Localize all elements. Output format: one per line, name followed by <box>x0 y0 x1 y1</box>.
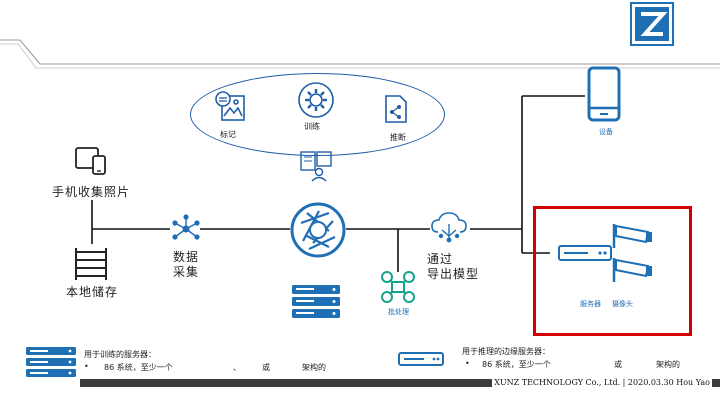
server-stack-icon <box>292 285 340 318</box>
company-logo-icon <box>630 2 674 46</box>
training-server-icon <box>26 347 76 377</box>
device-label: 设备 <box>599 128 613 136</box>
local-storage-label: 本地储存 <box>66 285 119 299</box>
training-server-bullet: • <box>84 362 89 371</box>
camera-label: 摄像头 <box>612 300 633 308</box>
edge-deployment-highlight <box>533 206 692 336</box>
training-server-arch: 架构的 <box>302 363 326 372</box>
edge-server-icon <box>558 245 612 261</box>
data-collection-icon <box>172 214 200 240</box>
aperture-hub-icon <box>290 202 346 258</box>
edge-server-legend-icon <box>398 352 444 366</box>
phone-photos-label: 手机收集照片 <box>52 185 131 199</box>
header-decor-lines <box>0 39 720 69</box>
annotate-label: 标记 <box>220 130 236 139</box>
batch-label: 批处理 <box>388 308 409 316</box>
camera-icon-top <box>612 224 652 248</box>
inference-label: 推断 <box>390 133 406 142</box>
edge-server-line: 86 系统，至少一个 <box>482 360 551 369</box>
edge-server-or: 或 <box>614 360 622 369</box>
edge-server-arch: 架构的 <box>656 360 680 369</box>
camera-icon-bottom <box>612 258 652 282</box>
footer-bar <box>80 379 720 387</box>
export-label-line1: 通过 <box>427 252 454 266</box>
annotate-image-icon <box>215 91 245 121</box>
local-storage-icon <box>75 248 107 280</box>
training-label: 训练 <box>304 122 320 131</box>
batch-drone-icon <box>381 271 415 303</box>
edge-server-title: 用于推理的边缘服务器： <box>462 347 550 356</box>
training-server-title: 用于训练的服务器： <box>84 350 156 359</box>
training-gear-icon <box>298 82 334 118</box>
training-server-or: 或 <box>262 363 270 372</box>
user-data-icon <box>300 151 332 182</box>
device-phone-icon <box>587 66 621 122</box>
footer-text: XUNZ TECHNOLOGY Co., Ltd. | 2020.03.30 H… <box>492 378 712 387</box>
edge-server-bullet: • <box>465 359 470 368</box>
data-collect-label-line1: 数据 <box>173 250 200 264</box>
mobile-devices-icon <box>75 147 106 175</box>
server-label: 服务器 <box>580 300 601 308</box>
training-server-separator: 、 <box>233 363 241 372</box>
cloud-export-icon <box>431 212 467 243</box>
inference-document-icon <box>385 95 407 123</box>
export-label-line2: 导出模型 <box>427 267 480 281</box>
training-server-line: 86 系统，至少一个 <box>104 363 173 372</box>
data-collect-label-line2: 采集 <box>173 265 200 279</box>
